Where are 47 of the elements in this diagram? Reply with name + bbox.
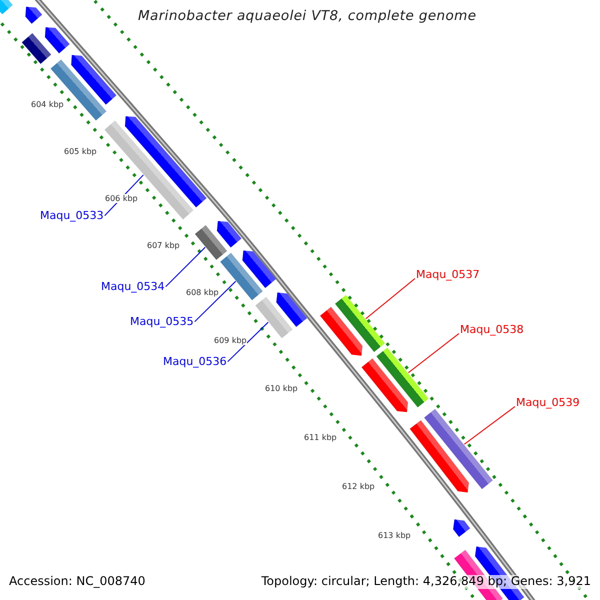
gene-block	[50, 59, 106, 121]
gene-block	[376, 348, 429, 408]
scale-label: 606 kbp	[105, 194, 138, 204]
gene-block	[25, 6, 42, 24]
gene-label: Maqu_0539	[516, 397, 580, 410]
gene-block	[424, 408, 493, 490]
gene-label: Maqu_0538	[460, 324, 524, 337]
footer-text: Topology: circular; Length: 4,326,849 bp; Genes: 3,921	[260, 575, 592, 589]
diagram-title: Marinobacter aquaeolei VT8, complete genome	[138, 9, 476, 25]
gene-block	[453, 519, 470, 537]
gene-block	[44, 27, 70, 54]
scale-label: 611 kbp	[304, 433, 337, 442]
gene-block	[104, 120, 194, 220]
gene-block	[220, 252, 263, 300]
scale-label: 608 kbp	[186, 288, 219, 298]
gene-block	[194, 225, 228, 260]
leader-line	[227, 322, 269, 362]
gene-label: Maqu_0534	[101, 281, 165, 294]
gene-label: Maqu_0537	[416, 269, 480, 282]
gene-block	[276, 292, 308, 327]
gene-label: Maqu_0533	[40, 210, 104, 223]
gene-block	[242, 250, 276, 288]
gene-block	[335, 294, 385, 352]
scale-label: 604 kbp	[31, 100, 64, 110]
scale-label: 609 kbp	[214, 336, 247, 346]
gene-label: Maqu_0535	[130, 316, 194, 329]
gene-label: Maqu_0536	[163, 356, 227, 369]
gene-block	[362, 358, 408, 412]
gene-block	[22, 33, 52, 64]
leader-line	[408, 332, 460, 374]
leader-line	[464, 406, 516, 445]
gene-block	[71, 55, 116, 105]
scale-label: 610 kbp	[265, 384, 298, 394]
gene-block	[0, 0, 13, 14]
scale-label: 607 kbp	[147, 241, 180, 250]
leader-line	[194, 280, 236, 322]
leader-line	[165, 246, 206, 288]
gene-block	[255, 296, 293, 338]
gene-block	[124, 116, 207, 208]
scale-label: 612 kbp	[342, 482, 375, 492]
footer-text: Accession: NC_008740	[8, 575, 146, 589]
leader-line	[365, 278, 416, 320]
scale-label: 605 kbp	[64, 147, 97, 156]
gene-block	[410, 420, 469, 493]
gene-block	[320, 306, 362, 356]
scale-label: 613 kbp	[378, 531, 411, 540]
gene-block	[216, 220, 242, 248]
